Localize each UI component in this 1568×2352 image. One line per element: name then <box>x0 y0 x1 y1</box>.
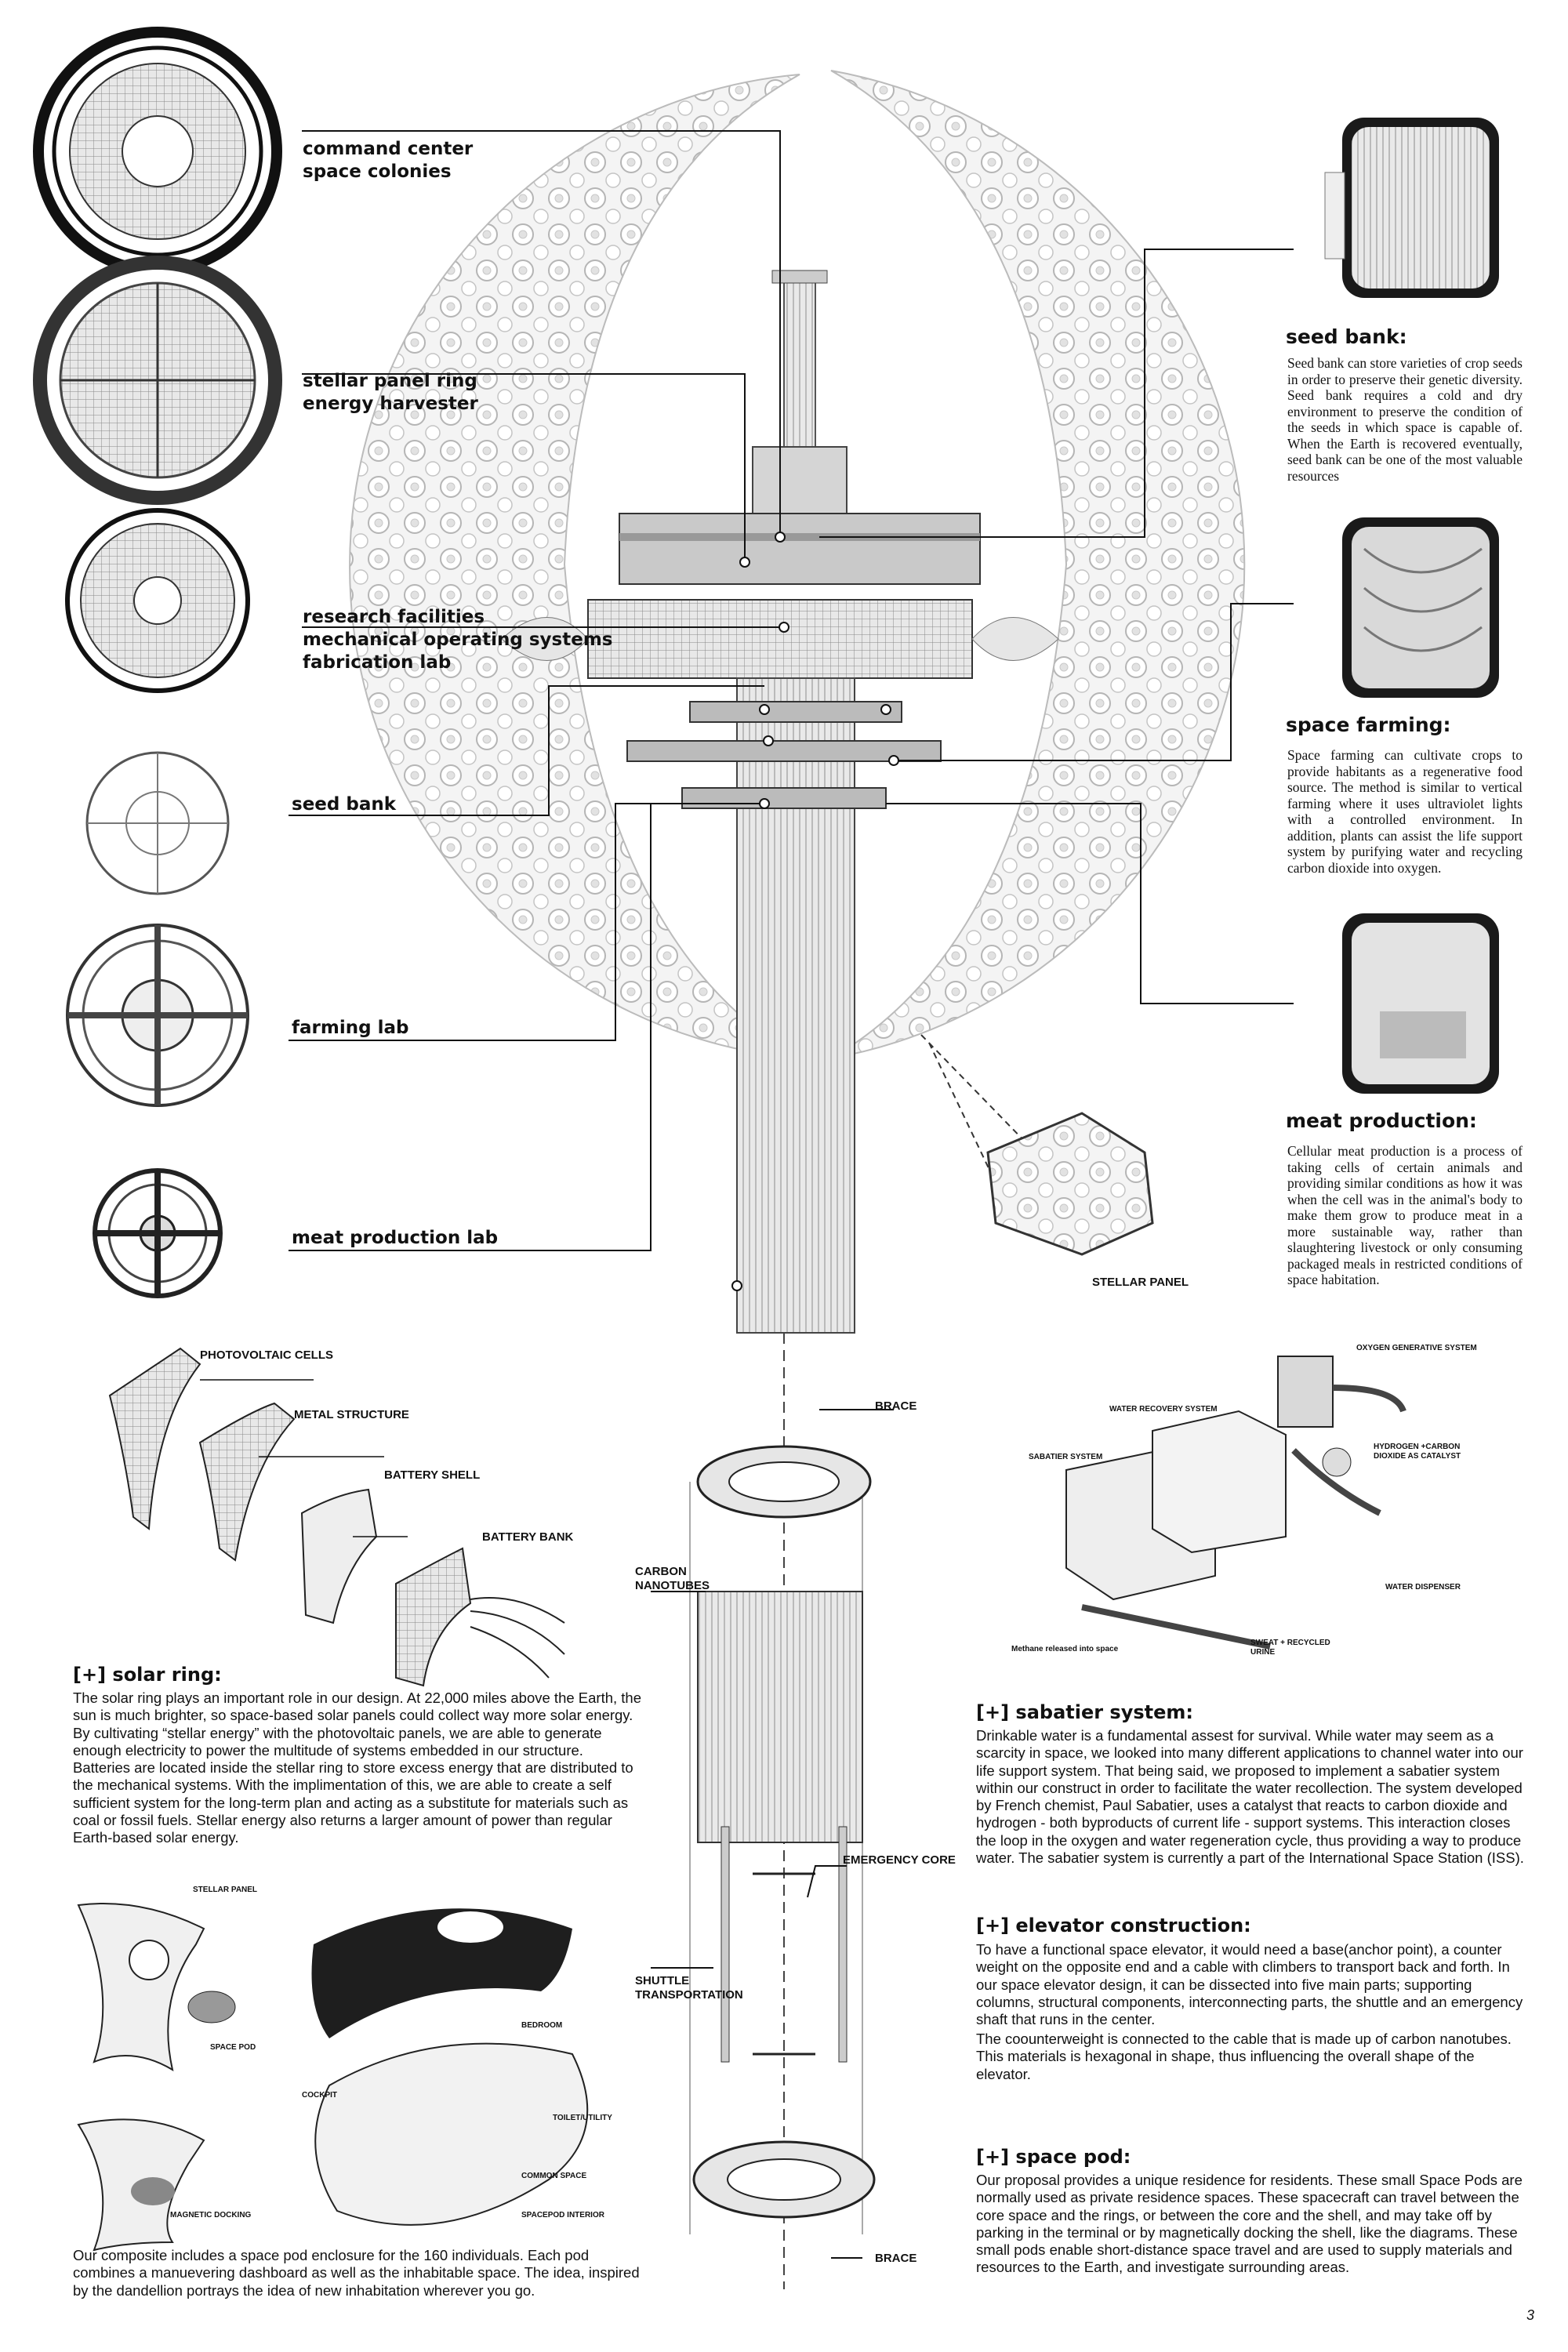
label-line: energy harvester <box>303 394 478 414</box>
label-line: SHUTTLE <box>635 1974 690 1987</box>
label-line: HYDROGEN +CARBON <box>1374 1443 1461 1451</box>
label-line: command center <box>303 139 474 159</box>
meat-production-heading: meat production: <box>1286 1109 1477 1132</box>
sabatier-diagram <box>1065 1356 1406 1650</box>
label-line: CARBON <box>635 1565 687 1578</box>
label-sabatier-system: SABATIER SYSTEM <box>1029 1453 1103 1461</box>
label-water-recovery: WATER RECOVERY SYSTEM <box>1109 1405 1218 1414</box>
label-water-dispenser: WATER DISPENSER <box>1385 1583 1461 1592</box>
label-sweat-urine: SWEAT + RECYCLED URINE <box>1250 1639 1330 1657</box>
label-photovoltaic-cells: PHOTOVOLTAIC CELLS <box>200 1348 334 1362</box>
solar-ring-text: The solar ring plays an important role i… <box>73 1690 641 1846</box>
label-battery-bank: BATTERY BANK <box>482 1530 574 1544</box>
command-center-plan <box>33 27 282 276</box>
label-pod-stellar-panel: STELLAR PANEL <box>193 1886 258 1894</box>
space-farming-text: Space farming can cultivate crops to pro… <box>1287 747 1523 876</box>
label-brace-bottom: BRACE <box>875 2252 917 2265</box>
label-research-facilities: research facilities mechanical operating… <box>303 606 612 674</box>
label-command-center: command center space colonies <box>303 138 473 183</box>
label-spacepod-interior: SPACEPOD INTERIOR <box>521 2211 604 2220</box>
label-emergency-core: EMERGENCY CORE <box>843 1853 956 1867</box>
seed-bank-text: Seed bank can store varieties of crop se… <box>1287 355 1523 484</box>
solar-ring-exploded <box>108 1347 565 1687</box>
label-toilet-utility: TOILET/UTILITY <box>553 2114 612 2122</box>
label-carbon-nanotubes: CARBON NANOTUBES <box>635 1565 710 1593</box>
stellar-panel-label: STELLAR PANEL <box>1092 1276 1189 1289</box>
label-meat-production-lab: meat production lab <box>292 1228 499 1248</box>
label-oxygen-system: OXYGEN GENERATIVE SYSTEM <box>1356 1344 1477 1352</box>
label-bedroom: BEDROOM <box>521 2021 563 2030</box>
label-line: fabrication lab <box>303 652 452 673</box>
label-line: TRANSPORTATION <box>635 1988 743 2002</box>
label-brace-top: BRACE <box>875 1399 917 1413</box>
label-seed-bank: seed bank <box>292 794 397 815</box>
label-shuttle-transportation: SHUTTLE TRANSPORTATION <box>635 1974 743 2002</box>
label-metal-structure: METAL STRUCTURE <box>294 1408 409 1421</box>
research-plan <box>65 508 250 693</box>
label-line: SWEAT + RECYCLED <box>1250 1639 1330 1647</box>
elevator-heading: [+] elevator construction: <box>976 1915 1251 1936</box>
label-battery-shell: BATTERY SHELL <box>384 1468 481 1482</box>
meat-production-render <box>1342 913 1499 1094</box>
elevator-tower <box>501 270 1059 1334</box>
label-line: NANOTUBES <box>635 1579 710 1592</box>
space-pod-text: Our proposal provides a unique residence… <box>976 2172 1523 2276</box>
label-magnetic-docking: MAGNETIC DOCKING <box>170 2211 252 2220</box>
label-hydrogen-catalyst: HYDROGEN +CARBON DIOXIDE AS CATALYST <box>1374 1443 1461 1461</box>
stellar-panel-detail <box>920 1034 1154 1256</box>
seed-bank-heading: seed bank: <box>1286 325 1407 348</box>
label-line: URINE <box>1250 1648 1276 1657</box>
pod-caption: Our composite includes a space pod enclo… <box>73 2247 640 2299</box>
label-line: research facilities <box>303 607 485 627</box>
space-pod-heading: [+] space pod: <box>976 2146 1131 2168</box>
farming-lab-plan <box>66 924 249 1107</box>
label-cockpit: COCKPIT <box>302 2091 337 2100</box>
seed-bank-plan <box>85 751 230 895</box>
sphere-left-half <box>349 74 800 1059</box>
label-line: stellar panel ring <box>303 371 477 391</box>
meat-lab-plan <box>93 1168 223 1298</box>
space-farming-heading: space farming: <box>1286 713 1451 736</box>
page-number: 3 <box>1526 2307 1535 2323</box>
seed-bank-render <box>1324 118 1499 298</box>
label-methane: Methane released into space <box>1011 1645 1119 1653</box>
label-stellar-panel-ring: stellar panel ring energy harvester <box>303 370 478 416</box>
stellar-ring-plan <box>33 256 282 505</box>
label-line: DIOXIDE AS CATALYST <box>1374 1452 1461 1461</box>
space-pod-diagram <box>77 1903 589 2252</box>
leader-lines <box>289 130 1294 1251</box>
label-space-pod: SPACE POD <box>210 2043 256 2052</box>
label-common-space: COMMON SPACE <box>521 2172 587 2180</box>
sabatier-heading: [+] sabatier system: <box>976 1701 1193 1723</box>
meat-production-text: Cellular meat production is a process of… <box>1287 1143 1523 1287</box>
sabatier-text: Drinkable water is a fundamental assest … <box>976 1727 1524 1867</box>
elevator-exploded <box>651 1333 894 2289</box>
elevator-text-2: The coounterweight is connected to the c… <box>976 2031 1512 2082</box>
space-farming-render <box>1342 517 1499 698</box>
label-farming-lab: farming lab <box>292 1018 409 1038</box>
solar-ring-heading: [+] solar ring: <box>73 1664 222 1686</box>
label-line: mechanical operating systems <box>303 630 613 650</box>
elevator-text-1: To have a functional space elevator, it … <box>976 1941 1523 2028</box>
label-line: space colonies <box>303 162 452 182</box>
